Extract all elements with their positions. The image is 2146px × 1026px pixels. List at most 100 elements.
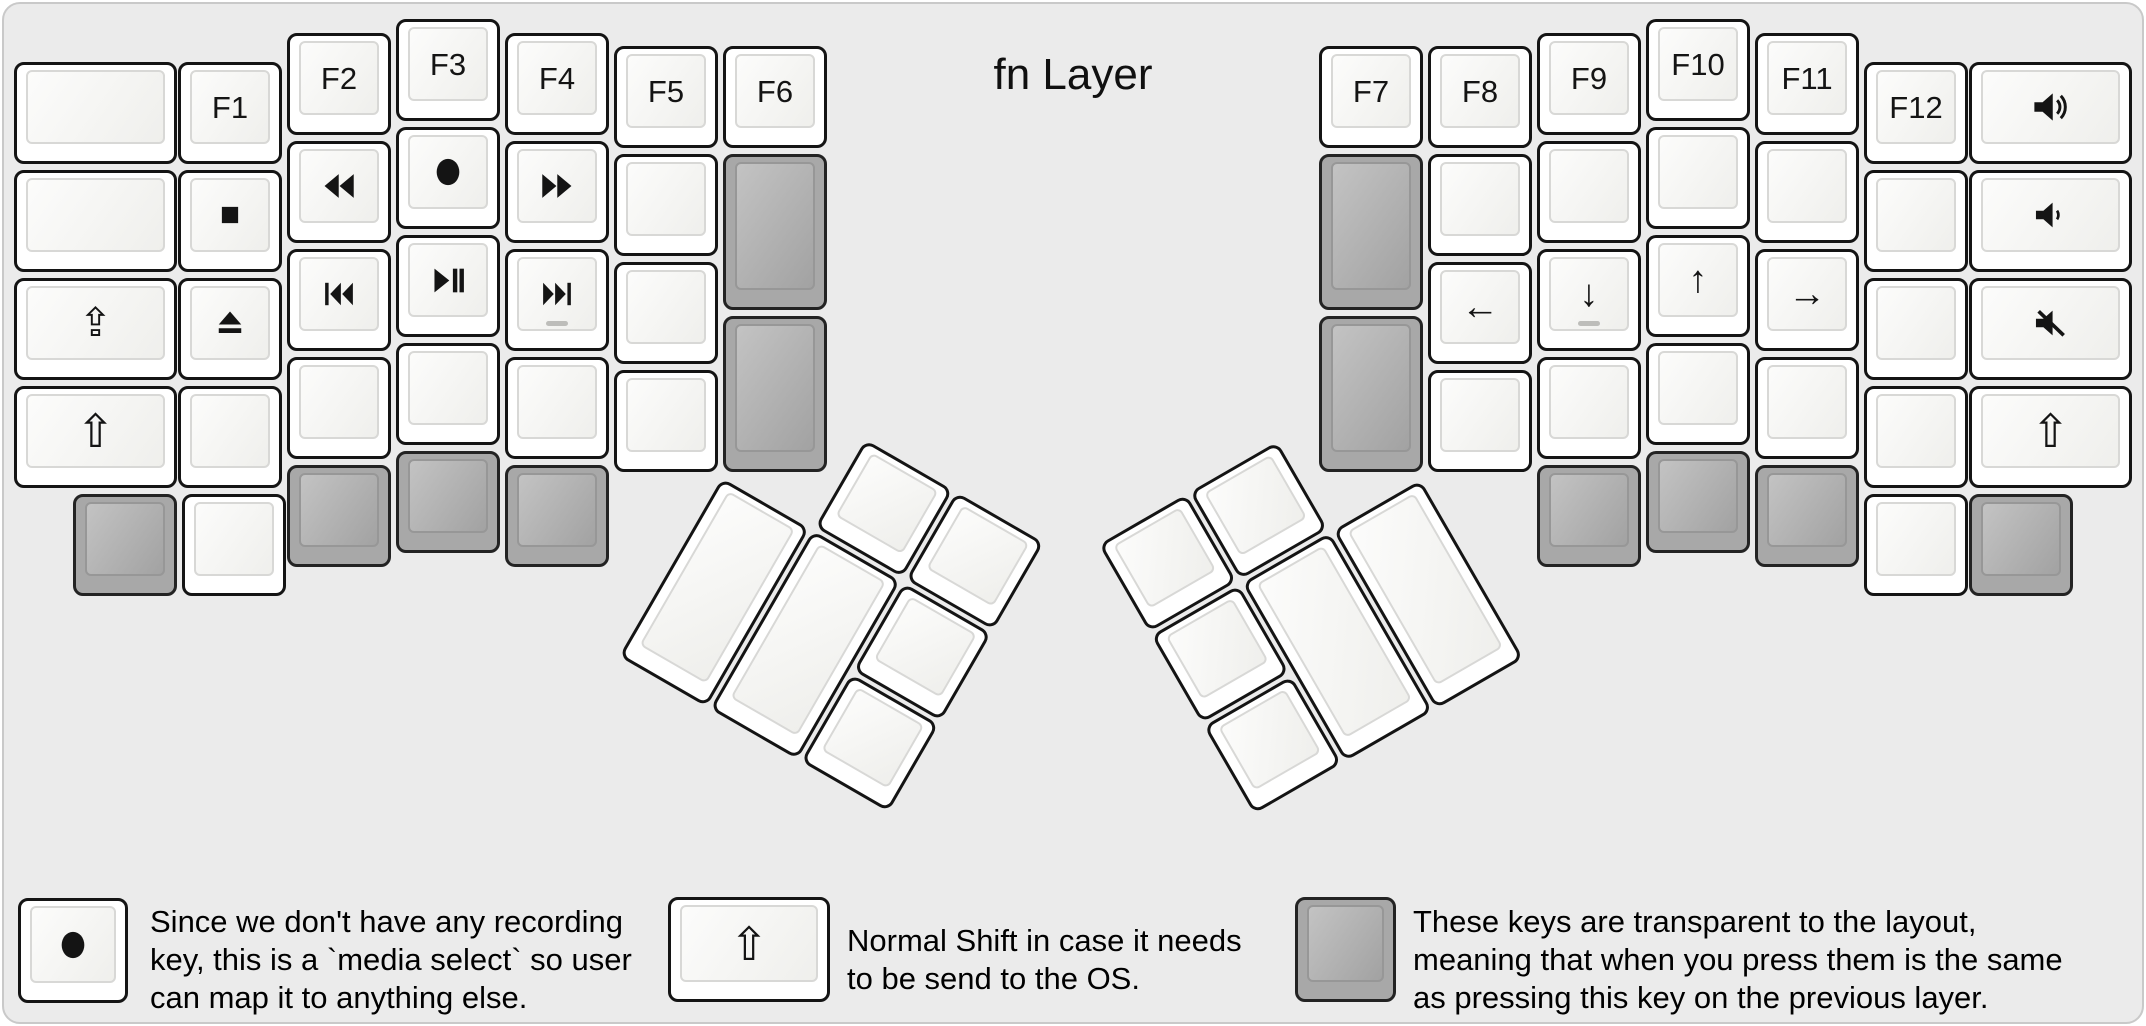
shift-icon: ⇧ — [2031, 405, 2070, 457]
keycap-face: F11 — [1767, 41, 1847, 115]
keycap-face — [1658, 459, 1738, 533]
keycap-face: ⇧ — [26, 394, 165, 468]
keycap-face: F1 — [190, 70, 270, 144]
key-blank — [505, 357, 609, 459]
key-blank — [1864, 278, 1968, 380]
key-volume-down — [1969, 170, 2132, 272]
key-transparent — [505, 465, 609, 567]
eject-icon — [215, 308, 245, 338]
key-blank — [1537, 141, 1641, 243]
key-eject — [178, 278, 282, 380]
key-transparent — [73, 494, 177, 596]
keycap-face — [1331, 324, 1411, 452]
key-transparent — [1646, 451, 1750, 553]
keycap-face — [1331, 162, 1411, 290]
right-arrow-icon: → — [1788, 273, 1826, 315]
fast-forward-icon — [540, 169, 574, 203]
legend-line: Since we don't have any recording — [150, 904, 623, 939]
keycap-face: ← — [1440, 270, 1520, 344]
key-caps-lock: ⇪ — [14, 278, 177, 380]
keycap-face — [30, 906, 116, 983]
key-blank — [182, 494, 286, 596]
keycap-face: ↓ — [1549, 257, 1629, 331]
key-blank — [614, 262, 718, 364]
keycap-face — [1440, 378, 1520, 452]
key-blank — [1428, 154, 1532, 256]
legend-line: can map it to anything else. — [150, 980, 528, 1015]
keycap-face — [26, 70, 165, 144]
legend-text-transparent-keys: These keys are transparent to the layout… — [1413, 903, 2063, 1017]
key-blank — [1646, 343, 1750, 445]
keycap-face — [85, 502, 165, 576]
key-f8: F8 — [1428, 46, 1532, 148]
record-icon — [431, 155, 465, 189]
key-volume-up — [1969, 62, 2132, 164]
key-f7: F7 — [1319, 46, 1423, 148]
key-label: F1 — [211, 89, 249, 125]
layer-title: fn Layer — [993, 50, 1153, 99]
keycap-face — [735, 162, 815, 290]
keycap-face: F3 — [408, 27, 488, 101]
key-transparent — [1319, 154, 1423, 310]
key-blank — [396, 343, 500, 445]
prev-track-icon — [323, 278, 355, 310]
key-transparent — [1969, 494, 2073, 596]
keycap-face — [1981, 286, 2120, 360]
legend-line: key, this is a `media select` so user — [150, 942, 632, 977]
keycap-face — [408, 459, 488, 533]
key-f9: F9 — [1537, 33, 1641, 135]
keycap-face — [1767, 149, 1847, 223]
shift-icon: ⇧ — [76, 405, 115, 457]
key-f12: F12 — [1864, 62, 1968, 164]
keycap-face: F5 — [626, 54, 706, 128]
key-transparent — [1755, 465, 1859, 567]
legend-key-transparent — [1295, 897, 1396, 1002]
key-blank — [14, 170, 177, 272]
keycap-face — [626, 162, 706, 236]
shift-icon: ⇧ — [729, 917, 769, 970]
key-label: F10 — [1671, 46, 1725, 82]
key-label: F8 — [1461, 73, 1499, 109]
keycap-face — [1767, 473, 1847, 547]
key-transparent — [1537, 465, 1641, 567]
keycap-face — [1549, 365, 1629, 439]
key-arrow-right: → — [1755, 249, 1859, 351]
key-f10: F10 — [1646, 19, 1750, 121]
keycap-face — [1981, 178, 2120, 252]
keycap-face — [1767, 365, 1847, 439]
key-f4: F4 — [505, 33, 609, 135]
key-blank — [178, 386, 282, 488]
key-prev-track — [287, 249, 391, 351]
up-arrow-icon: ↑ — [1688, 259, 1708, 301]
key-label: F6 — [756, 73, 794, 109]
keycap-face — [194, 502, 274, 576]
keycap-face — [408, 351, 488, 425]
keycap-face — [626, 378, 706, 452]
legend-line: as pressing this key on the previous lay… — [1413, 980, 1989, 1015]
rewind-icon — [322, 169, 356, 203]
keycap-face — [517, 473, 597, 547]
keycap-face — [1876, 178, 1956, 252]
legend-key-shift: ⇧ — [668, 897, 830, 1002]
key-blank — [1755, 141, 1859, 243]
volume-up-icon — [2030, 86, 2072, 128]
key-blank — [1537, 357, 1641, 459]
key-transparent — [723, 316, 827, 472]
next-track-icon — [541, 278, 573, 310]
keycap-face: F12 — [1876, 70, 1956, 144]
record-icon — [56, 928, 90, 962]
key-blank — [287, 357, 391, 459]
key-blank — [1428, 370, 1532, 472]
legend-text-media-select: Since we don't have any recording key, t… — [150, 903, 632, 1017]
keycap-face — [26, 178, 165, 252]
key-transparent — [396, 451, 500, 553]
keycap-face — [190, 178, 270, 252]
legend-line: meaning that when you press them is the … — [1413, 942, 2063, 977]
keycap-face: ⇪ — [26, 286, 165, 360]
keycap-face — [408, 135, 488, 209]
keycap-face — [1876, 394, 1956, 468]
keycap-face — [517, 365, 597, 439]
key-label: F12 — [1889, 89, 1943, 125]
key-blank — [1864, 170, 1968, 272]
keycap-face — [1307, 905, 1384, 982]
